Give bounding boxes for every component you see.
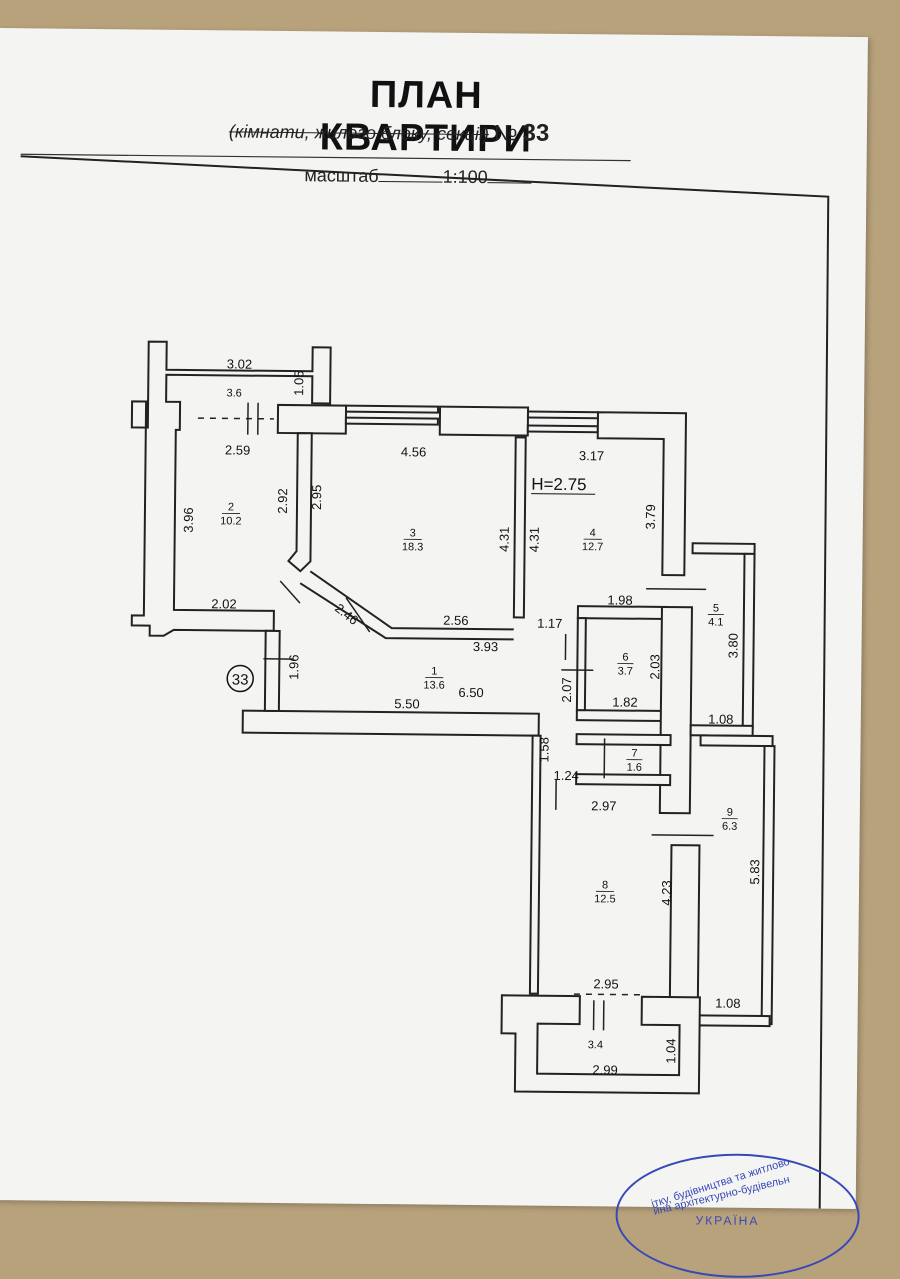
wall-room9-east bbox=[762, 746, 775, 1024]
room-8-area: 12.5 bbox=[594, 893, 616, 905]
wall-room8-east bbox=[670, 845, 700, 1015]
dim-balcony-width: 3.02 bbox=[227, 356, 252, 371]
wall-room5-south bbox=[691, 725, 753, 736]
room-1-number: 1 bbox=[431, 666, 437, 678]
room-2-area: 10.2 bbox=[220, 515, 242, 527]
official-stamp: ітку, будівництва та житлово-ком йна арх… bbox=[615, 1153, 860, 1279]
window-room4-b bbox=[528, 426, 598, 433]
window-room3-b bbox=[346, 418, 438, 425]
dim-corridor-west: 1.96 bbox=[286, 654, 301, 679]
ceiling-height-label: H=2.75 bbox=[531, 475, 586, 495]
frame-border bbox=[10, 156, 831, 1208]
dim-room8-top: 2.97 bbox=[591, 798, 616, 813]
dim-room2-west: 3.96 bbox=[181, 507, 196, 532]
pier-room3 bbox=[440, 407, 528, 436]
dim-room2-bottom: 2.02 bbox=[211, 596, 236, 611]
wall-room7-south bbox=[576, 774, 670, 785]
balcony-south-area: 3.4 bbox=[588, 1039, 603, 1051]
dim-room2-top: 2.59 bbox=[225, 442, 250, 457]
room-5-area: 4.1 bbox=[708, 616, 723, 628]
wall-room5-north bbox=[693, 543, 755, 554]
room-2-number: 2 bbox=[228, 501, 234, 513]
dim-door-width: 1.17 bbox=[537, 616, 562, 631]
header-rule bbox=[21, 154, 631, 160]
dim-room4-east: 3.79 bbox=[643, 504, 658, 529]
wall-room3-room4 bbox=[514, 437, 526, 617]
dim-room6-west: 2.07 bbox=[559, 677, 574, 702]
dim-room2-east: 2.92 bbox=[275, 488, 290, 513]
wall-room6-west bbox=[577, 618, 586, 710]
room-3-area: 18.3 bbox=[402, 541, 424, 553]
dim-room5-height: 3.80 bbox=[725, 633, 740, 658]
window-room3-a bbox=[346, 406, 438, 413]
dim-room9-bottom: 1.08 bbox=[715, 996, 740, 1011]
room-7-number: 7 bbox=[631, 748, 637, 760]
window-room4-a bbox=[528, 412, 598, 419]
floor-plan-svg: H=2.75 33 1 13.6 2 10.2 3 18.3 4 12.7 5 … bbox=[0, 28, 868, 1209]
dim-room6-top: 1.98 bbox=[607, 592, 632, 607]
dim-room3-west: 2.95 bbox=[309, 485, 324, 510]
dim-room3-east: 4.31 bbox=[497, 527, 512, 552]
dim-room4-top: 3.17 bbox=[579, 448, 604, 463]
dim-room5-bottom: 1.08 bbox=[708, 711, 733, 726]
dim-room3-top: 4.56 bbox=[401, 444, 426, 459]
dim-room6-bottom: 1.82 bbox=[612, 694, 637, 709]
wall-room6-south bbox=[577, 710, 667, 721]
wall-room9-north bbox=[701, 735, 773, 746]
wall-room8-west bbox=[530, 736, 541, 994]
room-9-number: 9 bbox=[727, 807, 733, 819]
wall-corridor-south bbox=[243, 711, 539, 736]
room-4-number: 4 bbox=[590, 527, 596, 539]
dim-balcony-south-top: 2.95 bbox=[593, 976, 618, 991]
dim-balcony-south-depth: 1.04 bbox=[663, 1038, 678, 1063]
room-6-number: 6 bbox=[622, 652, 628, 664]
dim-room9-height: 5.83 bbox=[747, 859, 762, 884]
door-balcony-north bbox=[198, 418, 274, 419]
wall-corridor-west bbox=[265, 631, 280, 711]
door-balcony-south bbox=[574, 994, 640, 995]
wall-room4-east bbox=[596, 412, 686, 575]
dim-corridor-length: 6.50 bbox=[458, 685, 483, 700]
wall-room5-east bbox=[743, 554, 755, 728]
plan-sheet: ПЛАН КВАРТИРИ (кімнати, жилого блоку, се… bbox=[0, 28, 868, 1209]
wall-room6-north bbox=[578, 606, 668, 619]
dim-room3-bottom: 2.56 bbox=[443, 613, 468, 628]
dim-balcony-depth: 1.05 bbox=[291, 370, 306, 395]
dim-hall-height: 1.58 bbox=[536, 737, 551, 762]
room-9-area: 6.3 bbox=[722, 821, 737, 833]
dim-corridor-south-a: 5.50 bbox=[394, 696, 419, 711]
balcony-north-area: 3.6 bbox=[226, 387, 241, 399]
door-room2 bbox=[280, 581, 300, 603]
ceiling-height-underline bbox=[531, 494, 595, 495]
door-room5 bbox=[646, 589, 706, 590]
dim-room4-west: 4.31 bbox=[527, 527, 542, 552]
wall-stub-balcony bbox=[278, 405, 346, 434]
dim-room8-east: 4.23 bbox=[659, 880, 674, 905]
stamp-text-3: УКРАЇНА bbox=[695, 1213, 759, 1228]
dim-room6-east: 2.03 bbox=[647, 654, 662, 679]
room-3-number: 3 bbox=[410, 527, 416, 539]
dim-hall-width: 1.24 bbox=[553, 768, 578, 783]
room-5-number: 5 bbox=[713, 602, 719, 614]
room-6-area: 3.7 bbox=[618, 666, 633, 678]
room-1-area: 13.6 bbox=[423, 679, 445, 691]
room-7-area: 1.6 bbox=[627, 762, 642, 774]
wall-room9-south bbox=[698, 1015, 770, 1026]
apartment-marker-number: 33 bbox=[232, 671, 249, 688]
wall-room7-north bbox=[577, 734, 671, 745]
dim-corridor-top: 3.93 bbox=[473, 639, 498, 654]
dim-balcony-south-width: 2.99 bbox=[592, 1062, 617, 1077]
room-4-area: 12.7 bbox=[582, 541, 604, 553]
door-room9 bbox=[652, 835, 714, 836]
room-8-number: 8 bbox=[602, 879, 608, 891]
